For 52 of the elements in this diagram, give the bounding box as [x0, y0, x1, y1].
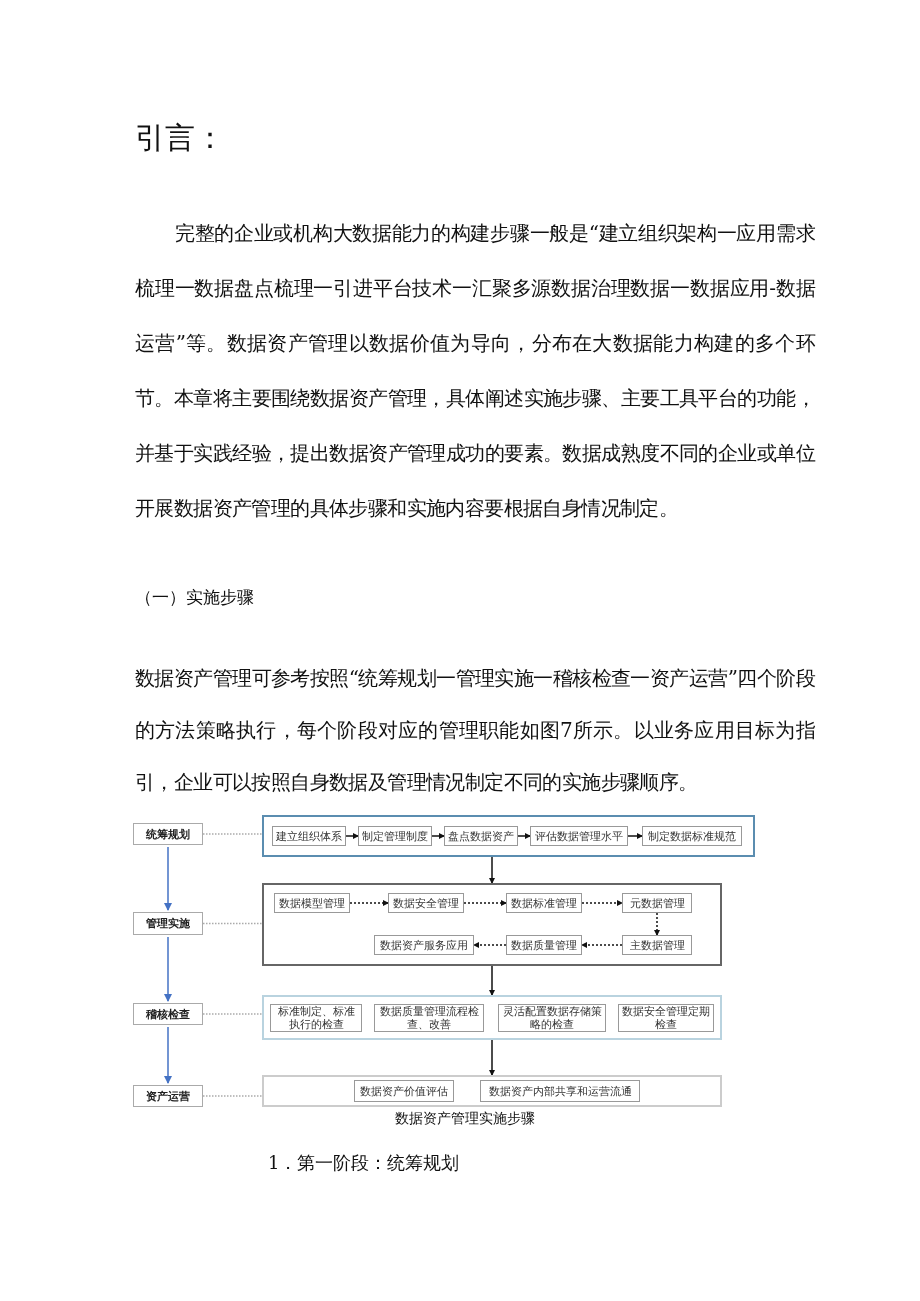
stage-box: 统筹规划	[133, 823, 203, 845]
process-box: 数据质量管理流程检查、改善	[374, 1004, 484, 1032]
arrow	[349, 900, 389, 906]
process-box: 制定管理制度	[358, 826, 432, 846]
group-box	[262, 883, 722, 966]
stage-box: 管理实施	[133, 912, 203, 935]
section-heading: （一）实施步骤	[135, 586, 255, 609]
group-box	[262, 1075, 722, 1107]
arrow	[654, 912, 660, 936]
arrow	[581, 900, 623, 906]
connector-line	[202, 1095, 263, 1097]
paragraph: 数据资产管理可参考按照“统筹规划一管理实施一稽核检查一资产运营”四个阶段的方法策略执行，每个阶段对应的管理职能如图7所示。以业务应用目标为指引，企业可以按照自身数据及管理情况制定不同的实施步骤顺序。	[135, 665, 815, 796]
arrow	[517, 833, 531, 839]
process-box: 盘点数据资产	[444, 826, 518, 846]
group-box	[262, 815, 755, 857]
process-box: 数据资产服务应用	[374, 935, 474, 955]
stage-box: 资产运营	[133, 1085, 203, 1107]
process-box: 评估数据管理水平	[530, 826, 628, 846]
stage-box: 稽核检查	[133, 1003, 203, 1025]
process-box: 灵活配置数据存储策略的检查	[498, 1004, 606, 1032]
process-box: 制定数据标准规范	[642, 826, 742, 846]
process-box: 数据质量管理	[506, 935, 582, 955]
arrow	[164, 1026, 172, 1084]
process-box: 数据模型管理	[274, 893, 350, 913]
figure-caption: 数据资产管理实施步骤	[394, 1110, 536, 1128]
arrow	[164, 936, 172, 1002]
arrow	[489, 965, 495, 996]
process-box: 数据标准管理	[506, 893, 582, 913]
process-box: 数据安全管理定期检查	[618, 1004, 714, 1032]
arrow	[345, 833, 359, 839]
section-heading: 1．第一阶段：统筹规划	[268, 1151, 461, 1175]
process-box: 数据资产内部共享和运营流通	[480, 1080, 640, 1102]
group-box	[262, 995, 722, 1040]
process-box: 建立组织体系	[272, 826, 346, 846]
arrow	[463, 900, 507, 906]
process-box: 数据资产价值评估	[354, 1080, 454, 1102]
connector-line	[202, 922, 263, 925]
arrow	[489, 856, 495, 884]
connector-line	[202, 1013, 263, 1015]
arrow	[431, 833, 445, 839]
arrow	[581, 942, 623, 948]
arrow	[164, 846, 172, 911]
arrow	[473, 942, 507, 948]
heading: 引言：	[135, 119, 226, 157]
paragraph: 完整的企业或机构大数据能力的构建步骤一般是“建立组织架构一应用需求梳理一数据盘点梳理一引进平台技术一汇聚多源数据治理数据一数据应用-数据运营”等。数据资产管理以数据价值为导向，分布在大数据能力构建的多个环节。本章将主要围绕数据资产管理，具体阐述实施步骤、主要工具平台的功能，并基于实践经验，提出数据资产管理成功的要素。数据成熟度不同的企业或单位开展数据资产管理的具体步骤和实施内容要根据自身情况制定。	[135, 220, 815, 522]
connector-line	[202, 833, 263, 835]
process-box: 标准制定、标准执行的检查	[270, 1004, 362, 1032]
process-box: 主数据管理	[622, 935, 692, 955]
arrow	[627, 833, 643, 839]
process-box: 元数据管理	[622, 893, 692, 913]
process-box: 数据安全管理	[388, 893, 464, 913]
arrow	[489, 1039, 495, 1076]
